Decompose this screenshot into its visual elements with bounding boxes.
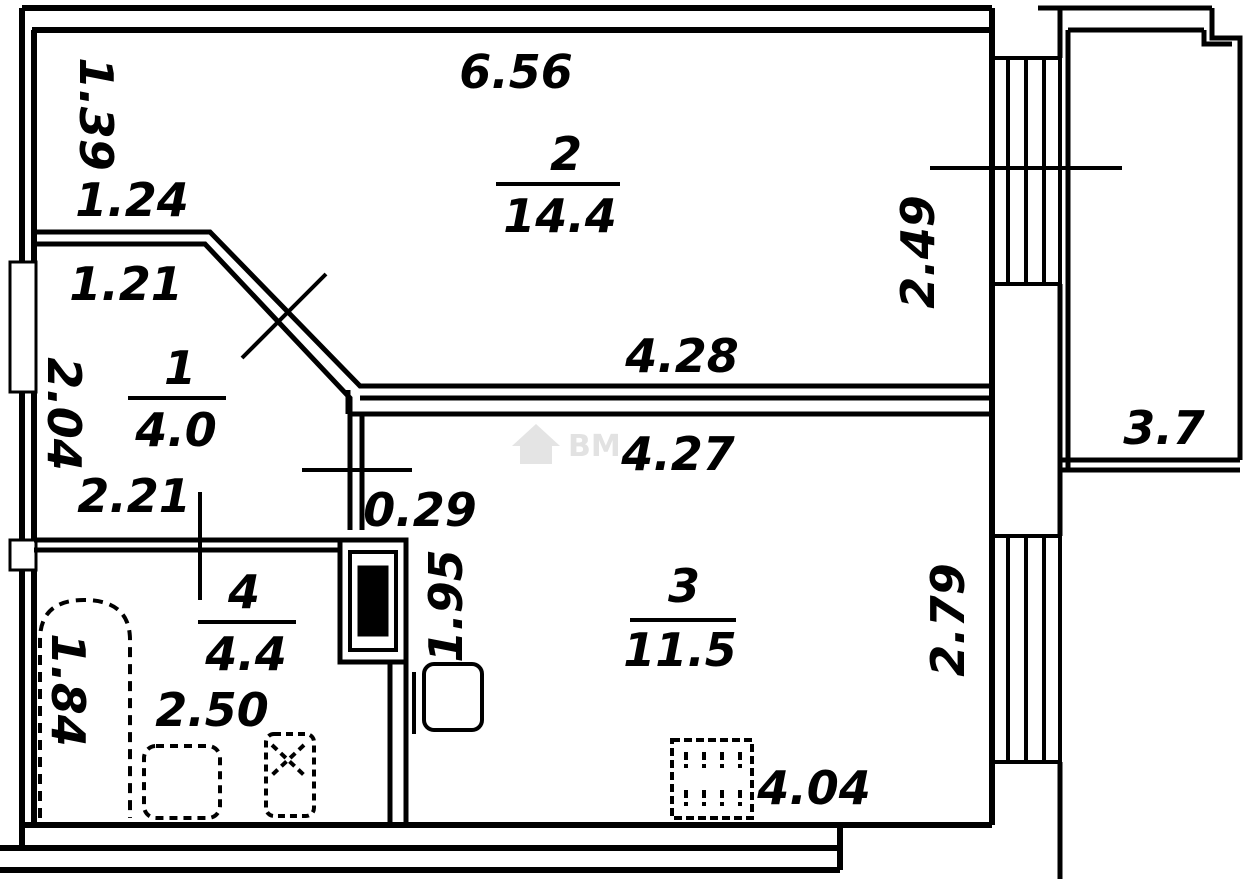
dim-balcony: 3.7	[1123, 401, 1205, 455]
room-3-number: 3	[668, 559, 700, 613]
balcony	[1038, 5, 1243, 879]
room-1-number: 1	[164, 341, 196, 395]
dim-hall-left: 2.04	[37, 357, 91, 471]
dim-bath-bottom: 2.50	[155, 683, 269, 737]
room-4-number: 4	[227, 565, 260, 619]
bathtub	[38, 597, 132, 818]
house-icon	[512, 424, 560, 464]
dim-hall-top-b: 1.21	[69, 257, 183, 311]
door-marks	[198, 272, 412, 600]
dim-divider-bottom: 4.27	[620, 427, 735, 481]
dim-right-room2: 2.49	[891, 195, 945, 309]
room-1-area: 4.0	[134, 403, 217, 457]
ventilation-shaft	[337, 537, 409, 665]
toilet	[264, 732, 316, 818]
room-fraction-lines	[128, 182, 736, 624]
room-2-area: 14.4	[503, 189, 617, 243]
dim-bath-left: 1.84	[41, 633, 95, 747]
kitchen-sink	[412, 662, 484, 734]
dim-bottom-width: 4.04	[756, 761, 871, 815]
dim-divider-top: 4.28	[624, 329, 739, 383]
stove	[670, 738, 754, 820]
dim-stub: 0.29	[363, 483, 477, 537]
window-room-2	[930, 56, 1122, 286]
room-4-area: 4.4	[204, 627, 287, 681]
dim-shaft: 1.95	[419, 549, 473, 663]
room-3-area: 11.5	[623, 623, 737, 677]
left-wall-openings	[8, 260, 38, 572]
dim-right-room3: 2.79	[921, 563, 975, 677]
room-2-number: 2	[550, 127, 582, 181]
dim-hall-bottom: 2.21	[77, 469, 191, 523]
window-room-3	[990, 534, 1062, 764]
watermark: ВМ	[512, 424, 621, 464]
dim-hall-top-a: 1.24	[75, 173, 189, 227]
watermark-text: ВМ	[568, 429, 621, 464]
dim-top-width: 6.56	[459, 45, 573, 99]
dim-left-top: 1.39	[69, 57, 123, 171]
